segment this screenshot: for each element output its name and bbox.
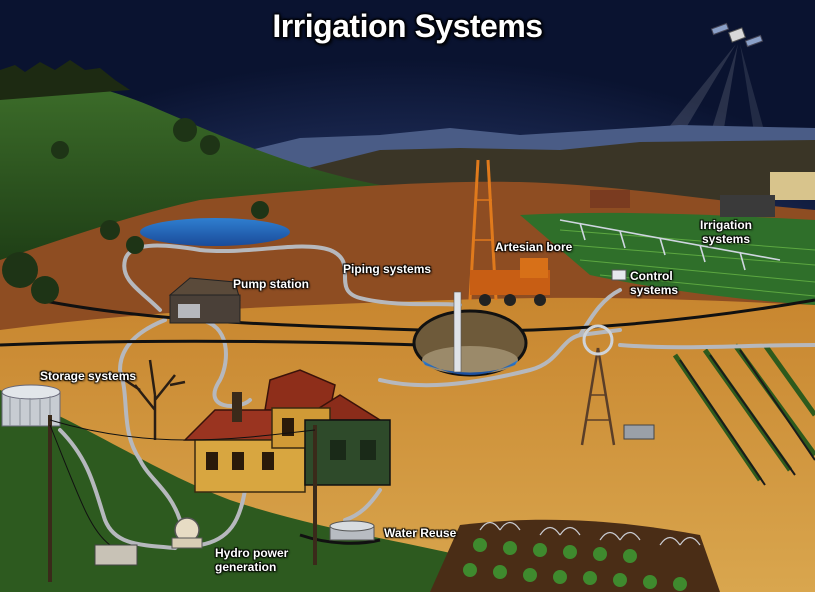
page-title: Irrigation Systems xyxy=(272,8,543,44)
drip-lines xyxy=(679,349,815,486)
control-box-icon xyxy=(611,269,627,281)
label-water-reuse: Water Reuse xyxy=(384,526,457,540)
sprinkler-sprays xyxy=(479,521,701,546)
hill-trees xyxy=(0,60,130,100)
battery-bank-icon xyxy=(94,544,138,566)
label-irrigation-systems-line-2: systems xyxy=(701,232,751,246)
label-storage-systems: Storage systems xyxy=(40,369,137,383)
farm-sheds xyxy=(590,172,815,217)
vegetable-plants xyxy=(463,538,687,591)
drilling-rig-icon xyxy=(468,159,550,306)
crop-rows xyxy=(559,229,815,297)
label-hydro-power-line-1: Hydro power xyxy=(215,546,289,560)
hill-tree-clumps xyxy=(2,118,269,304)
label-control-systems-line-2: systems xyxy=(630,283,679,297)
water-tank-icon xyxy=(1,384,61,427)
bare-tree xyxy=(124,359,186,440)
label-irrigation-systems-line-1: Irrigation xyxy=(700,218,753,232)
power-poles xyxy=(48,415,317,582)
windmill-icon xyxy=(580,324,655,446)
label-hydro-power-generation: Hydro power generation xyxy=(215,546,288,574)
label-control-systems: Control systems xyxy=(630,269,678,297)
label-irrigation-systems: Irrigation systems xyxy=(700,218,752,246)
farm-dam xyxy=(140,218,290,246)
center-pivot-irrigator-icon xyxy=(559,219,781,271)
label-artesian-bore: Artesian bore xyxy=(495,240,573,254)
label-hydro-power-line-2: generation xyxy=(215,560,277,574)
pump-station-building xyxy=(168,277,241,324)
power-lines xyxy=(49,419,316,546)
aquifer-cross-section xyxy=(412,291,528,377)
irrigated-crop-field xyxy=(520,212,815,305)
label-control-systems-line-1: Control xyxy=(630,269,673,283)
water-reuse-tank-icon xyxy=(329,520,375,541)
label-piping-systems: Piping systems xyxy=(343,262,432,276)
label-pump-station: Pump station xyxy=(233,277,310,291)
hydro-turbine-icon xyxy=(171,517,203,549)
farmhouse-building xyxy=(183,369,391,493)
